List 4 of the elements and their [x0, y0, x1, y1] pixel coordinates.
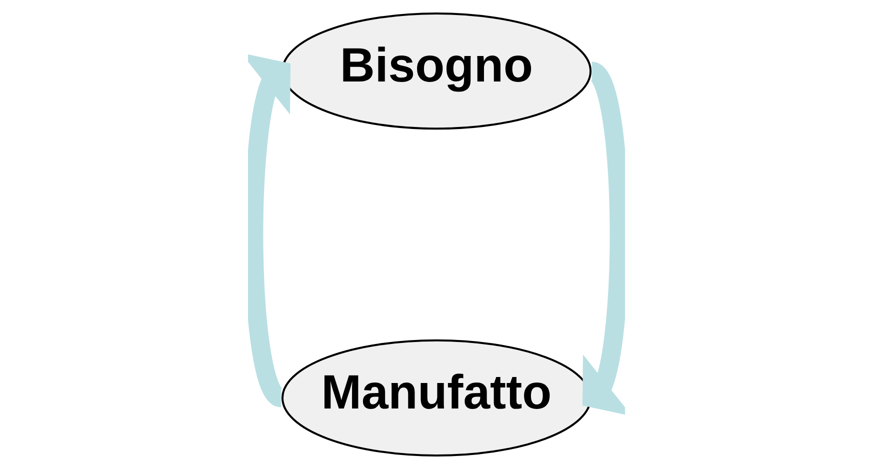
arrow	[248, 52, 291, 406]
node-ellipse: Bisogno	[281, 12, 592, 130]
node-ellipse: Manufatto	[281, 339, 592, 457]
arrow	[582, 63, 625, 416]
